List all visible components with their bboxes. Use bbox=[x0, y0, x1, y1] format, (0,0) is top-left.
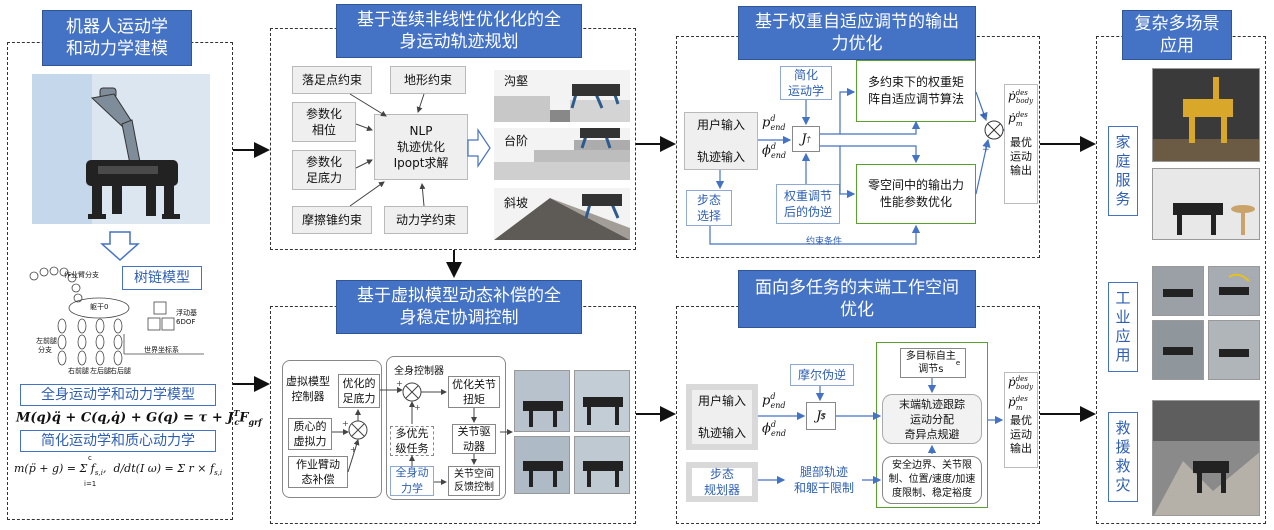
control-photo-1 bbox=[514, 370, 570, 432]
tree-text-rf: 右前腿 bbox=[68, 367, 89, 375]
vm-control-group bbox=[282, 360, 382, 498]
tree-text-floating: 浮动基 bbox=[176, 309, 197, 317]
industrial-photo-3 bbox=[1152, 320, 1204, 380]
constraint-dynamics: 动力学约束 bbox=[384, 206, 468, 234]
industrial-photo-4 bbox=[1208, 320, 1260, 380]
nullspace-optimization: 零空间中的输出力 性能参数优化 bbox=[856, 164, 976, 224]
adaptive-weight-algorithm: 多约束下的权重矩 阵自适应调节算法 bbox=[856, 60, 976, 122]
app-rescue: 救 援 救 灾 bbox=[1108, 412, 1138, 502]
tree-text-lf: 左前腿 bbox=[36, 337, 57, 345]
constraint-terrain: 地形约束 bbox=[390, 66, 466, 94]
user-input-box-bottom: 用户输入 轨迹输入 bbox=[686, 384, 758, 450]
quadruped-arm-robot-photo bbox=[32, 74, 210, 224]
jacobian-pinv-box: J† bbox=[792, 126, 820, 152]
joint-driver: 关节驱 动器 bbox=[452, 424, 496, 454]
tree-text-arm: 作业臂分支 bbox=[64, 271, 99, 279]
terrain-stairs-label: 台阶 bbox=[504, 134, 529, 148]
param-phase: 参数化 相位 bbox=[292, 102, 356, 142]
nlp-solver: NLP 轨迹优化 Ipopt求解 bbox=[374, 114, 468, 180]
param-foot-force: 参数化 足底力 bbox=[292, 150, 356, 190]
com-virtual-force: 质心的 虚拟力 bbox=[288, 418, 332, 450]
optimized-joint-torque: 优化关节 扭矩 bbox=[448, 376, 500, 408]
terrain-ditch-image bbox=[494, 70, 630, 122]
force-optimization-title: 基于权重自适应调节的输出 力优化 bbox=[738, 6, 976, 60]
app-industrial: 工 业 应 用 bbox=[1108, 282, 1138, 372]
home-photo-2 bbox=[1152, 168, 1260, 240]
gait-planner: 步态 规划器 bbox=[686, 462, 758, 502]
jacobian-s-box: J†S bbox=[806, 402, 836, 430]
dynamics-equation: M(q)q̈ + C(q,q̇) + G(q) = τ + JTcFgrf bbox=[16, 408, 262, 427]
output-box-bottom: ṗdesbody ṗdesm 最优 运动 输出 bbox=[1004, 372, 1038, 468]
gait-selection: 步态 选择 bbox=[686, 190, 732, 226]
sum-upper-1: c bbox=[88, 454, 92, 462]
tree-text-world: 世界坐标系 bbox=[144, 346, 179, 354]
control-photo-3 bbox=[514, 436, 570, 494]
home-photo-1 bbox=[1152, 68, 1260, 162]
wb-dynamics: 全身动 力学 bbox=[390, 466, 434, 496]
workspace-optimization-title: 面向多任务的末端工作空间 优化 bbox=[738, 270, 976, 328]
sum-lower-1: i=1 bbox=[84, 480, 97, 488]
kinematics-dynamics-label: 全身运动学和动力学模型 bbox=[20, 384, 216, 406]
end-tracking-box: 末端轨迹跟踪 运动分配 奇异点规避 bbox=[882, 394, 982, 444]
wb-controller-label: 全身控制器 bbox=[394, 366, 444, 377]
user-input-box-top: 用户输入 轨迹输入 bbox=[684, 112, 758, 170]
simplified-model-label: 简化运动学和质心动力学 bbox=[20, 430, 216, 452]
control-photo-2 bbox=[574, 370, 630, 432]
p-end-symbol-bottom: pdend bbox=[762, 392, 786, 410]
constraint-friction-cone: 摩擦锥约束 bbox=[292, 206, 372, 234]
tree-text-branch: 分支 bbox=[38, 346, 52, 354]
multi-task-green-group bbox=[876, 342, 988, 508]
control-photo-4 bbox=[574, 436, 630, 494]
tree-text-lh: 左后腿 bbox=[90, 367, 111, 375]
output-box-top: ṗdesbody ṗdesm 最优 运动 输出 bbox=[1004, 84, 1038, 204]
safety-limits-box: 安全边界、关节限 制、位置/速度/加速 度限制、稳定裕度 bbox=[882, 456, 982, 504]
multi-priority-task: 多优先 级任务 bbox=[390, 426, 434, 456]
stability-control-title: 基于虚拟模型动态补偿的全 身稳定协调控制 bbox=[336, 280, 582, 334]
wb-control-group bbox=[386, 356, 506, 500]
terrain-ditch-label: 沟壑 bbox=[504, 74, 529, 88]
simplified-kinematics: 简化 运动学 bbox=[780, 66, 832, 100]
optimized-foot-force: 优化的 足底力 bbox=[338, 374, 380, 408]
modeling-title: 机器人运动学 和动力学建模 bbox=[42, 10, 192, 66]
applications-title: 复杂多场景 应用 bbox=[1122, 10, 1232, 60]
industrial-photo-1 bbox=[1152, 266, 1204, 316]
tree-chain-label: 树链模型 bbox=[122, 266, 202, 290]
industrial-photo-2 bbox=[1208, 266, 1260, 316]
moore-penrose-pinv: 摩尔伪逆 bbox=[790, 364, 854, 386]
terrain-stairs-image bbox=[494, 128, 630, 180]
arm-dynamic-comp: 作业臂动 态补偿 bbox=[288, 456, 348, 488]
terrain-slope-image bbox=[494, 188, 630, 240]
constraint-foothold: 落足点约束 bbox=[292, 66, 372, 94]
vm-controller: 虚拟模型 控制器 bbox=[286, 375, 330, 403]
constraint-condition-label: 约束条件 bbox=[806, 237, 843, 247]
leg-torso-limits: 腿部轨迹 和躯干限制 bbox=[786, 462, 862, 498]
optimal-output-label-top: 最优 运动 输出 bbox=[1010, 135, 1032, 177]
tree-text-rh: 右后腿 bbox=[110, 367, 131, 375]
terrain-slope-label: 斜坡 bbox=[504, 196, 529, 210]
phi-end-symbol: ϕdend bbox=[762, 142, 787, 160]
tree-text-torso: 躯干0 bbox=[90, 303, 109, 311]
joint-space-feedback: 关节空间 反馈控制 bbox=[448, 466, 500, 496]
app-home-service: 家 庭 服 务 bbox=[1108, 126, 1138, 216]
rescue-photo bbox=[1152, 400, 1260, 516]
p-end-symbol: pdend bbox=[762, 114, 786, 132]
optimal-output-label-bottom: 最优 运动 输出 bbox=[1010, 413, 1032, 455]
com-dynamics-equation: m(p̈ + g) = Σ fs,i, d/dt(I ω) = Σ r × fs… bbox=[14, 462, 223, 478]
trajectory-planning-title: 基于连续非线性优化化的全 身运动轨迹规划 bbox=[336, 4, 582, 58]
weighted-pinv: 权重调节 后的伪逆 bbox=[776, 184, 840, 224]
phi-end-symbol-bottom: ϕdend bbox=[762, 420, 787, 438]
tree-text-6dof: 6DOF bbox=[176, 318, 196, 326]
tree-chain-diagram: 作业臂分支 躯干0 浮动基 6DOF 左前腿 分支 右前腿 左后腿 右后腿 世界… bbox=[14, 264, 214, 376]
